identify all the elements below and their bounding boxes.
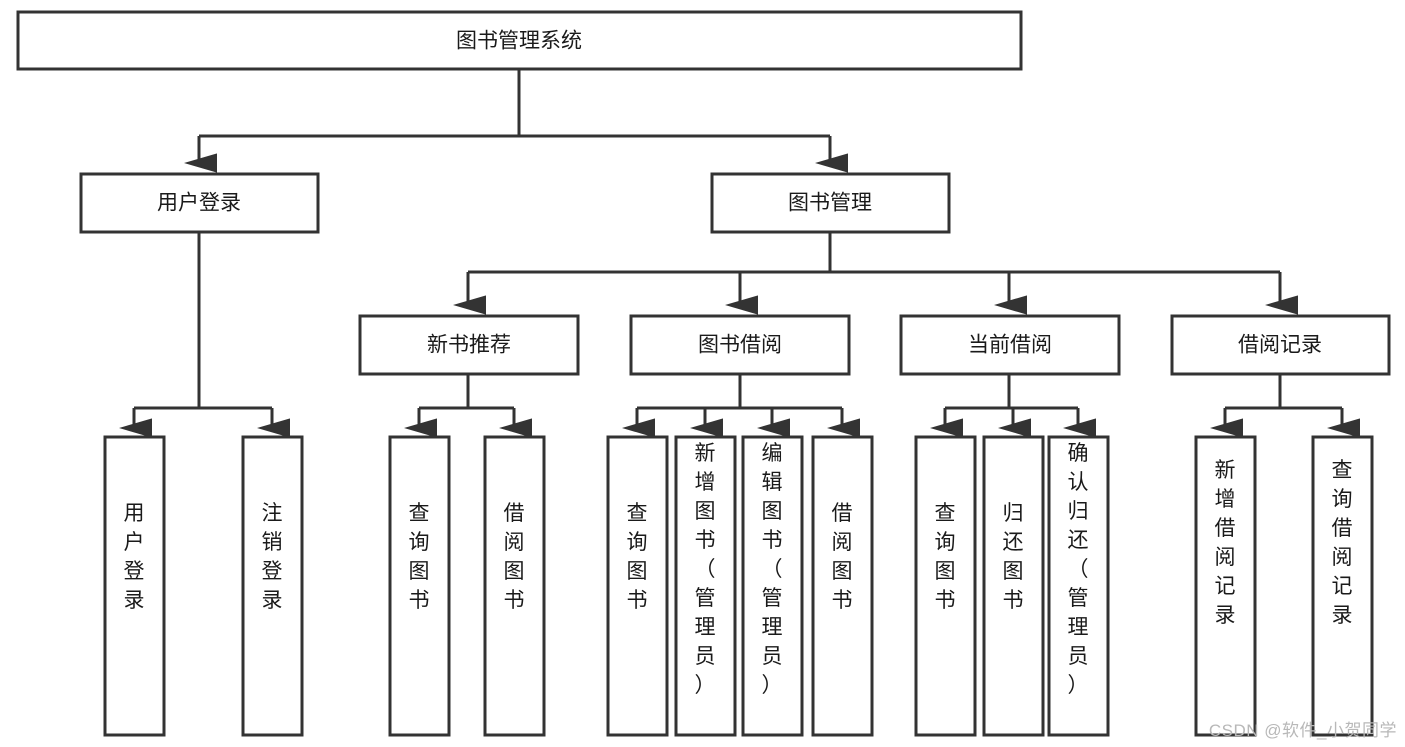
leaf-currentborrow-query-box[interactable]: [914, 435, 977, 737]
leaf-user-login-label: 用户登录: [124, 502, 145, 612]
leaf-newbook-query-label: 查询图书: [409, 502, 430, 612]
node-new-book-recommend-box[interactable]: [358, 314, 580, 376]
node-root[interactable]: 图书管理系统: [16, 10, 1023, 71]
leaf-logout-box[interactable]: [241, 435, 304, 737]
leaf-bookborrow-add-label: 新增图书（管理员）: [695, 442, 716, 697]
watermark-text: CSDN @软件_小贺同学: [1208, 721, 1397, 740]
leaf-currentborrow-confirm-label: 确认归还（管理员）: [1068, 442, 1089, 697]
node-book-borrow[interactable]: 图书借阅: [629, 314, 851, 376]
node-borrow-record-box[interactable]: [1170, 314, 1391, 376]
node-root-label: 图书管理系统: [456, 30, 582, 53]
leaf-node[interactable]: 新增图书（管理员）: [674, 435, 737, 737]
leaf-bookborrow-borrow-box[interactable]: [811, 435, 874, 737]
leaf-currentborrow-query-label: 查询图书: [935, 502, 956, 612]
node-book-borrow-label: 图书借阅: [698, 334, 782, 357]
leaf-node[interactable]: 查询图书: [914, 435, 977, 737]
leaf-bookborrow-edit-label: 编辑图书（管理员）: [762, 442, 783, 697]
leaf-node[interactable]: 归还图书: [982, 435, 1045, 737]
node-user-login[interactable]: 用户登录: [79, 172, 320, 234]
leaf-node[interactable]: 借阅图书: [811, 435, 874, 737]
leaf-borrowrecord-query-label: 查询借阅记录: [1332, 459, 1353, 627]
leaf-bookborrow-query-box[interactable]: [606, 435, 669, 737]
leaf-bookborrow-query-label: 查询图书: [627, 502, 648, 612]
node-current-borrow-label: 当前借阅: [968, 334, 1052, 357]
leaf-newbook-borrow-box[interactable]: [483, 435, 546, 737]
leaf-node[interactable]: 确认归还（管理员）: [1047, 435, 1110, 737]
node-user-login-label: 用户登录: [157, 192, 241, 215]
leaf-currentborrow-return-label: 归还图书: [1003, 502, 1024, 612]
leaf-node[interactable]: 查询图书: [606, 435, 669, 737]
node-current-borrow-box[interactable]: [899, 314, 1121, 376]
node-current-borrow[interactable]: 当前借阅: [899, 314, 1121, 376]
node-book-manage-label: 图书管理: [788, 192, 872, 215]
leaf-bookborrow-edit-box[interactable]: [741, 435, 804, 737]
leaf-newbook-borrow-label: 借阅图书: [504, 502, 525, 612]
node-new-book-recommend[interactable]: 新书推荐: [358, 314, 580, 376]
node-book-manage[interactable]: 图书管理: [710, 172, 951, 234]
node-new-book-recommend-label: 新书推荐: [427, 334, 511, 357]
leaf-newbook-query-box[interactable]: [388, 435, 451, 737]
leaf-bookborrow-borrow-label: 借阅图书: [832, 502, 853, 612]
leaf-node[interactable]: 注销登录: [241, 435, 304, 737]
leaf-currentborrow-return-box[interactable]: [982, 435, 1045, 737]
leaf-currentborrow-confirm-box[interactable]: [1047, 435, 1110, 737]
node-user-login-box[interactable]: [79, 172, 320, 234]
leaf-node[interactable]: 用户登录: [103, 435, 166, 737]
node-borrow-record[interactable]: 借阅记录: [1170, 314, 1391, 376]
node-book-borrow-box[interactable]: [629, 314, 851, 376]
node-book-manage-box[interactable]: [710, 172, 951, 234]
leaf-user-login-box[interactable]: [103, 435, 166, 737]
leaf-node[interactable]: 查询借阅记录: [1311, 435, 1374, 737]
node-root-box[interactable]: [16, 10, 1023, 71]
leaf-borrowrecord-query-box[interactable]: [1311, 435, 1374, 737]
leaf-borrowrecord-add-box[interactable]: [1194, 435, 1257, 737]
leaf-node[interactable]: 查询图书: [388, 435, 451, 737]
edges-layer: [119, 69, 1360, 438]
leaf-logout-label: 注销登录: [262, 502, 283, 612]
leaf-node[interactable]: 新增借阅记录: [1194, 435, 1257, 737]
leaf-bookborrow-add-box[interactable]: [674, 435, 737, 737]
leaf-node[interactable]: 借阅图书: [483, 435, 546, 737]
leaf-borrowrecord-add-label: 新增借阅记录: [1215, 459, 1236, 627]
node-borrow-record-label: 借阅记录: [1238, 334, 1322, 357]
leaf-node[interactable]: 编辑图书（管理员）: [741, 435, 804, 737]
